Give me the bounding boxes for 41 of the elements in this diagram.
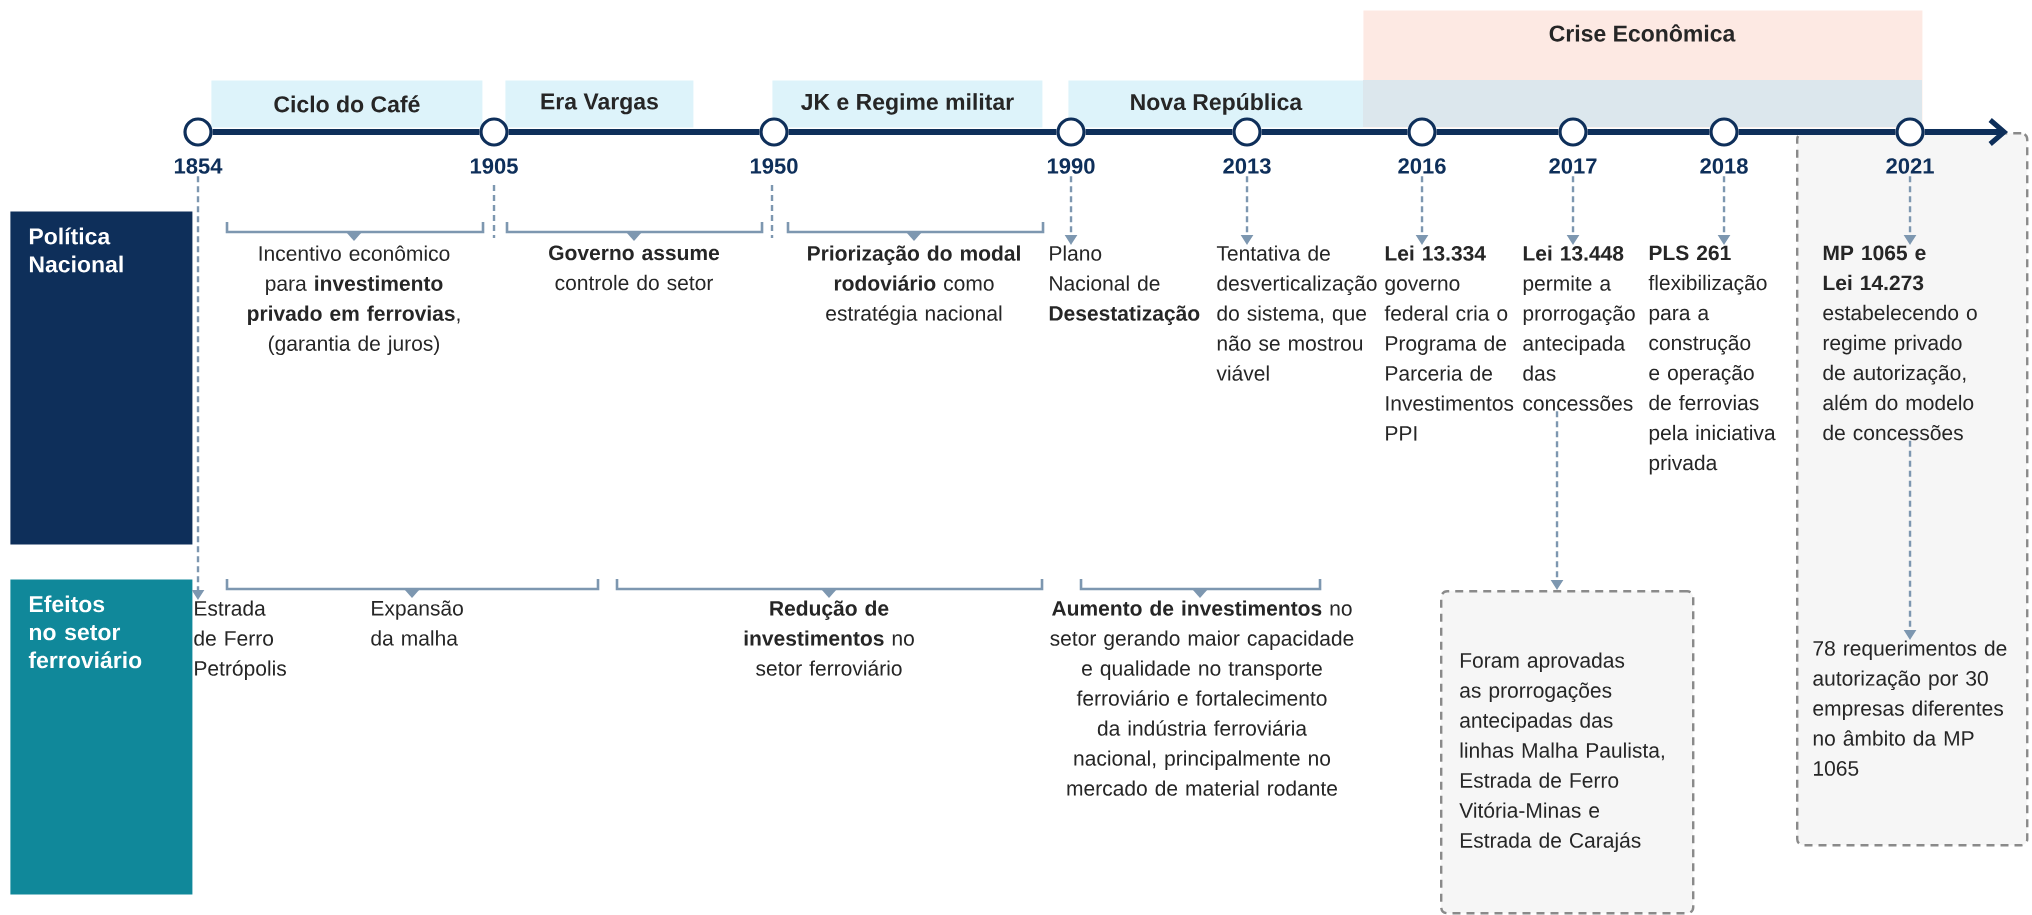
timeline-segment — [1436, 129, 1559, 135]
description-text: Redução de investimentos no setor ferroviário — [744, 600, 914, 676]
timeline-segment — [1085, 129, 1233, 135]
period-band: Ciclo do Café — [211, 80, 483, 128]
timeline-segment — [1261, 129, 1408, 135]
period-band: Crise Econômica — [1363, 10, 1923, 128]
timeline-segment — [508, 129, 760, 135]
description-text: Priorização do modal rodoviário como estratégia nacional — [808, 245, 1020, 325]
row-header: Efeitos no setor ferroviário — [10, 579, 193, 895]
year-label: 2018 — [1700, 158, 1748, 174]
timeline-segment — [212, 129, 480, 135]
description-text: MP 1065 e Lei 14.273 estabelecendo o regime privado de autorização, além do modelo de concessões — [1823, 245, 1977, 441]
period-band: JK e Regime militar — [772, 80, 1043, 128]
timeline-segment — [788, 129, 1057, 135]
note-box: Foram aprovadas as prorrogações antecipadas das linhas Malha Paulista, Estrada de Ferro Vitória-Minas e Estrada de Carajás — [1440, 590, 1695, 915]
year-label: 2021 — [1886, 158, 1934, 174]
year-label: 1905 — [470, 158, 518, 174]
year-label: 2013 — [1223, 158, 1271, 174]
timeline-segment — [1924, 118, 2009, 146]
year-label: 1990 — [1047, 158, 1095, 174]
row-header: Política Nacional — [10, 211, 193, 545]
description-text: Expansão da malha — [371, 600, 463, 646]
description-text: Plano Nacional de Desestatização — [1049, 245, 1200, 325]
description-text: Aumento de investimentos no setor gerando maior capacidade e qualidade no transporte ferroviário e fortalecimento da indústria ferroviária nacional, principalmente no mercado de material rodante — [1050, 600, 1354, 796]
description-text: Tentativa de desverticalização do sistema, que não se mostrou viável — [1216, 245, 1377, 381]
timeline-segment — [1587, 129, 1710, 135]
description-text: Estrada de Ferro Petrópolis — [194, 600, 286, 680]
period-band: Era Vargas — [505, 80, 694, 128]
timeline-segment — [1738, 129, 1896, 135]
dashed-frame — [1796, 132, 2029, 847]
year-label: 2017 — [1549, 158, 1597, 174]
year-label: 2016 — [1398, 158, 1446, 174]
description-text: Incentivo econômico para investimento privado em ferrovias, (garantia de juros) — [248, 245, 460, 356]
description-text: Governo assume controle do setor — [549, 245, 720, 291]
year-label: 1950 — [750, 158, 798, 174]
description-text: Lei 13.334 governo federal cria o Programa de Parceria de Investimentos PPI — [1384, 245, 1514, 441]
description-text: Lei 13.448 permite a prorrogação antecipada das concessões — [1523, 245, 1635, 411]
year-label: 1854 — [174, 158, 223, 174]
description-text: 78 requerimentos de autorização por 30 empresas diferentes no âmbito da MP 1065 — [1813, 640, 2007, 776]
period-band: Nova República — [1068, 80, 1364, 128]
description-text: PLS 261 flexibilização para a construção e operação de ferrovias pela iniciativa privada — [1648, 245, 1776, 475]
